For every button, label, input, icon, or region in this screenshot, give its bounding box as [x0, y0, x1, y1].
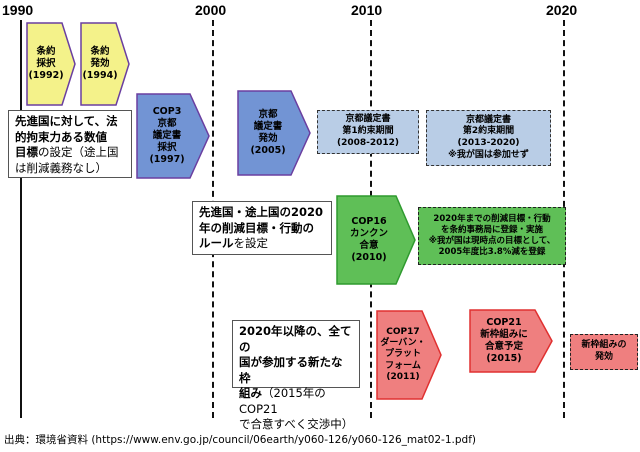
note-cancun: 先進国・途上国の2020 年の削減目標・行動の ルールを設定 — [192, 201, 332, 255]
source-caption: 出典：環境省資料 (https://www.env.go.jp/council/… — [4, 434, 476, 446]
kyoto-effective-label: 京都 議定書 発効 (2005) — [250, 109, 286, 156]
note-new-framework: 2020年以降の、全ての 国が参加する新たな枠 組み（2015年のCOP21 で… — [232, 320, 360, 431]
note-cancun-bold: 先進国・途上国の2020 年の削減目標・行動の ルール — [199, 205, 324, 251]
cop16-label: COP16 カンクン 合意 (2010) — [349, 216, 388, 263]
note-new-framework-bold: 2020年以降の、全ての 国が参加する新たな枠 組み — [239, 324, 352, 401]
cop17-shape — [376, 310, 442, 400]
year-2000: 2000 — [195, 2, 227, 18]
note-kyoto-rest: の設定（途上国 は削減義務なし） — [15, 145, 119, 175]
year-2010: 2010 — [351, 2, 383, 18]
cop16-shape — [336, 195, 416, 285]
kyoto-second-period-box: 京都議定書 第2約束期間 (2013-2020) ※我が国は参加せず — [426, 110, 551, 166]
year-1990: 1990 — [2, 2, 34, 18]
cop21-shape — [469, 309, 553, 373]
cop3-label: COP3 京都 議定書 採択 (1997) — [149, 106, 185, 165]
year-2020: 2020 — [546, 2, 578, 18]
convention-adopted-shape — [26, 22, 76, 106]
note-new-framework-rest: （2015年のCOP21 で合意すべく交渉中） — [239, 386, 354, 432]
target-2020-box: 2020年までの削減目標・行動 を条約事務局に登録・実施 ※我が国は現時点の目標… — [418, 207, 566, 265]
timeline-line-1990 — [20, 20, 22, 418]
note-cancun-rest: を設定 — [233, 236, 269, 251]
cop21-label: COP21 新枠組みに 合意予定 (2015) — [480, 317, 528, 364]
kyoto-effective-shape — [237, 90, 311, 176]
convention-effective-label: 条約 発効 (1994) — [82, 46, 118, 81]
note-kyoto-protocol: 先進国に対して、法 的拘束力ある数値 目標の設定（途上国 は削減義務なし） — [8, 110, 132, 178]
cop3-shape — [136, 93, 210, 179]
kyoto-first-period-box: 京都議定書 第1約束期間 (2008-2012) — [317, 110, 419, 154]
convention-effective-shape — [80, 22, 130, 106]
note-kyoto-bold: 先進国に対して、法 的拘束力ある数値 目標 — [15, 114, 118, 160]
cop17-label: COP17 ダーバン・ プラット フォーム (2011) — [380, 326, 426, 382]
convention-adopted-label: 条約 採択 (1992) — [28, 46, 64, 81]
new-framework-box: 新枠組みの 発効 — [570, 334, 638, 370]
